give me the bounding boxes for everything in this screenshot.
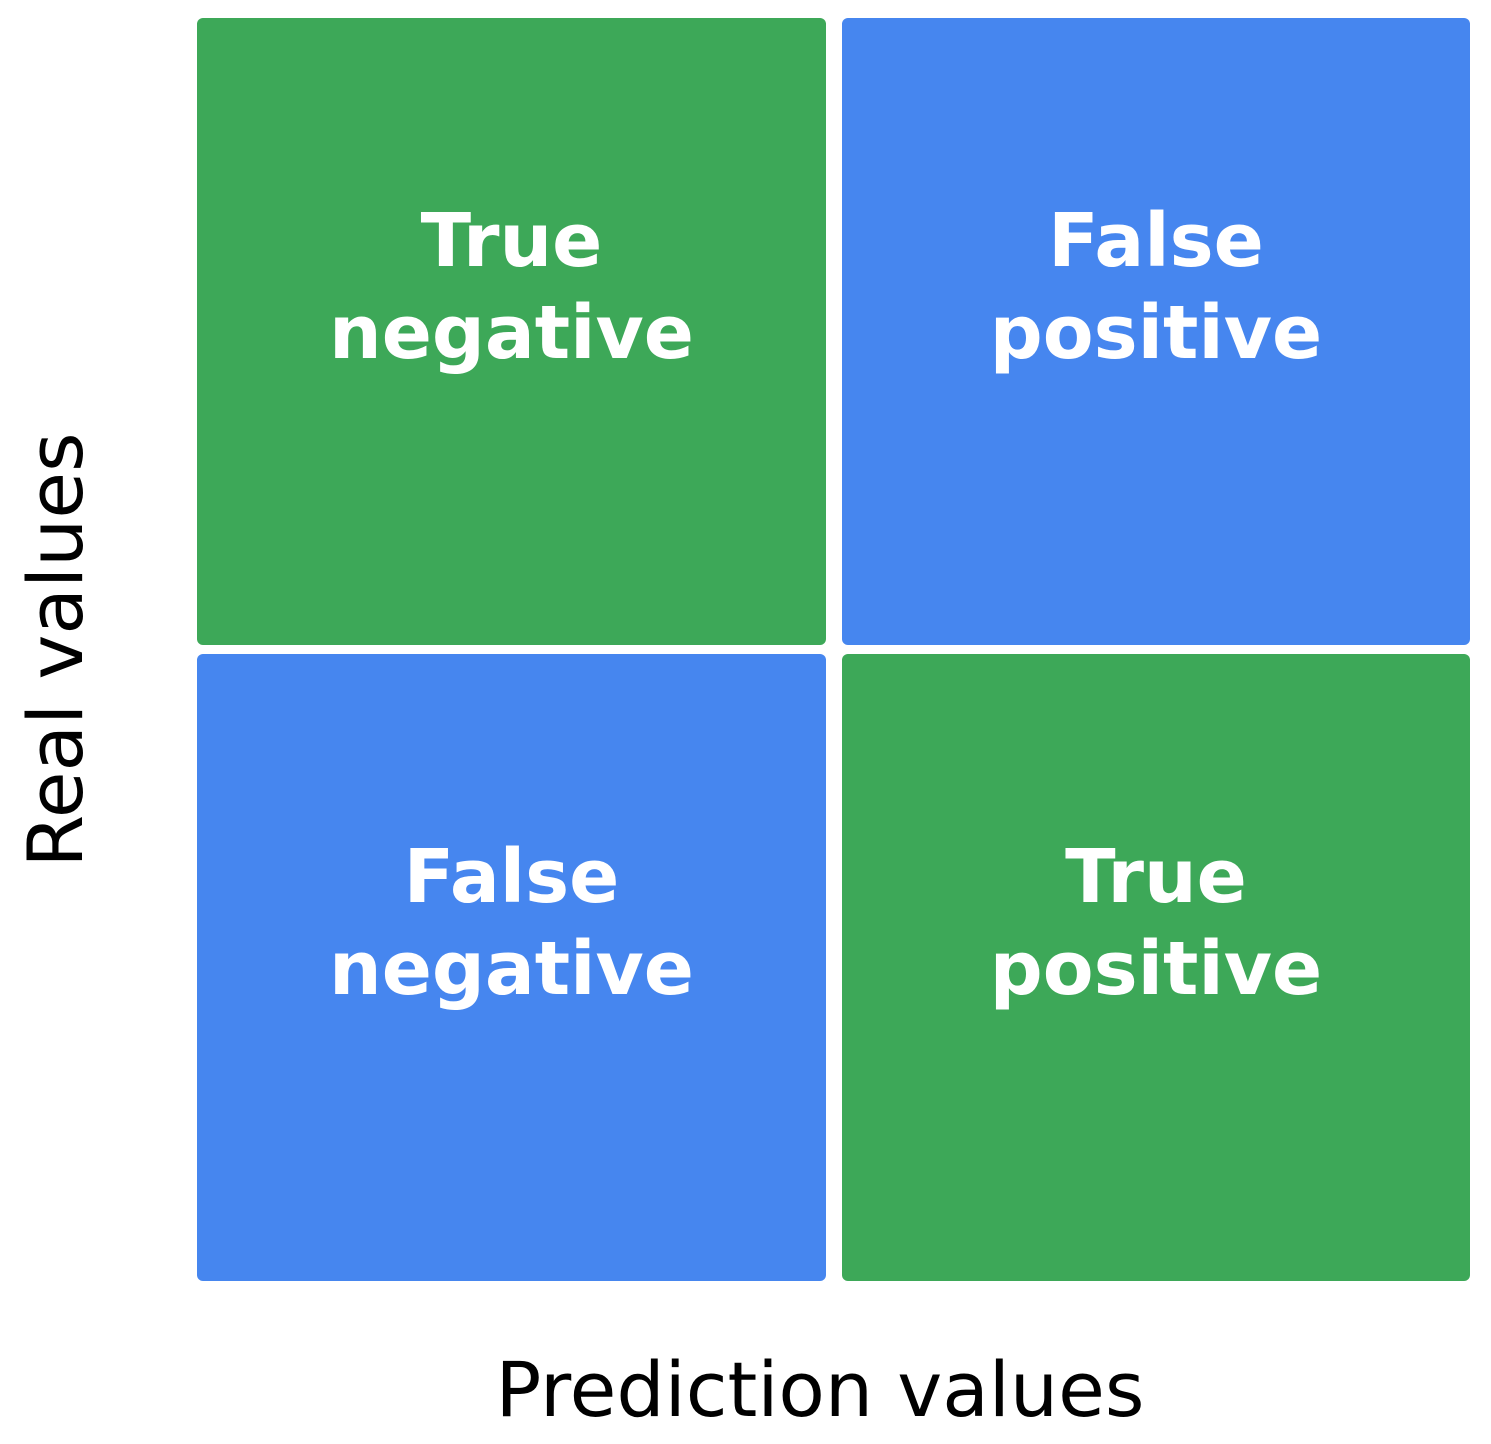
cell-label-line: True (1065, 833, 1247, 920)
cell-true-negative: True negative (197, 18, 826, 645)
cell-label-line: False (1048, 197, 1264, 284)
cell-label-line: negative (329, 925, 694, 1012)
cell-label-line: positive (989, 925, 1323, 1012)
cell-label-line: True (420, 197, 603, 284)
cell-false-positive: False positive (842, 18, 1470, 645)
y-axis-label: Real values (11, 432, 100, 868)
cell-label-line: False (403, 833, 620, 920)
cell-label-line: negative (329, 289, 694, 376)
x-axis-label: Prediction values (495, 1345, 1145, 1434)
cell-false-negative: False negative (197, 654, 826, 1281)
cell-label-line: positive (989, 289, 1323, 376)
cell-true-positive: True positive (842, 654, 1470, 1281)
